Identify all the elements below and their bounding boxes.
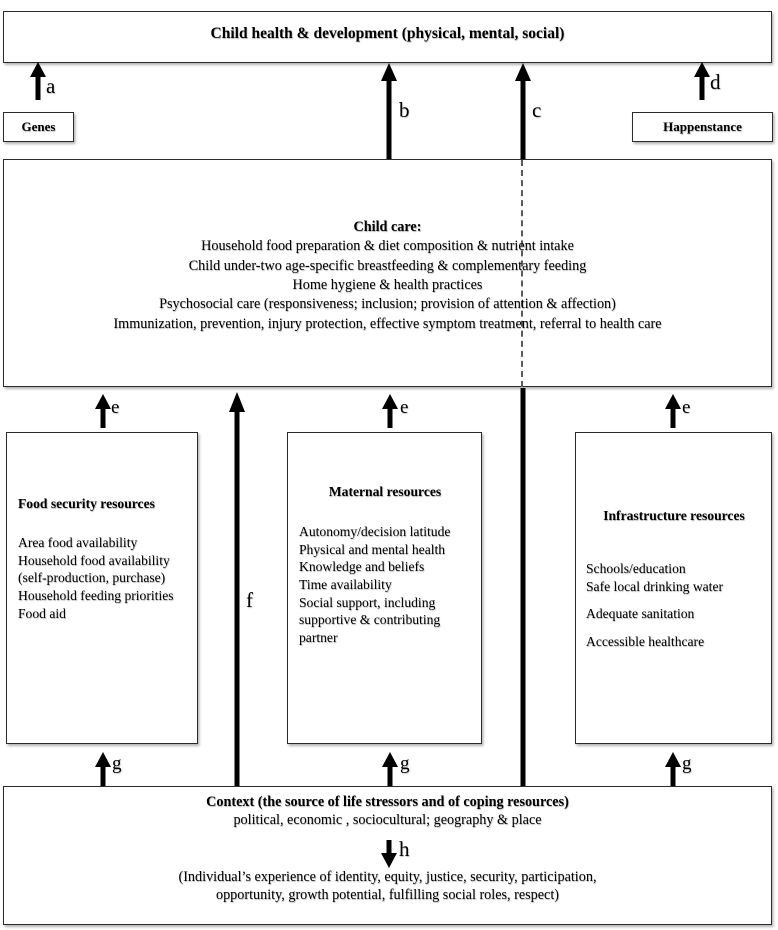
genes-label: Genes	[21, 119, 56, 134]
arrow-b-label: b	[399, 98, 410, 122]
arrow-g1	[94, 752, 112, 786]
food-security-item-0: Area food availability	[18, 535, 138, 550]
genes-box	[3, 112, 74, 142]
maternal-item-1: Physical and mental health	[299, 541, 446, 557]
arrow-g2-label: g	[400, 753, 410, 774]
child-care-line-1: Child under-two age-specific breastfeedi…	[188, 257, 587, 274]
arrow-g3	[664, 752, 682, 786]
child-care-line-0: Household food preparation & diet compos…	[201, 238, 574, 255]
arrow-e3	[664, 394, 682, 428]
arrow-d	[692, 62, 712, 100]
maternal-item-4: Social support, including supportive & c…	[299, 594, 441, 646]
arrow-f	[228, 392, 246, 786]
arrow-e2-label: e	[400, 397, 409, 418]
arrow-e2	[381, 394, 399, 428]
food-security-title: Food security resources	[18, 496, 155, 511]
arrow-e3-label: e	[682, 397, 691, 418]
arrow-g1-label: g	[112, 753, 122, 774]
food-security-items: Area food availability Household food av…	[18, 534, 178, 622]
child-care-line-3: Psychosocial care (responsiveness; inclu…	[159, 296, 616, 313]
arrow-h	[380, 840, 398, 868]
arrow-g2	[381, 752, 399, 786]
child-care-box	[3, 159, 772, 387]
arrow-f-label: f	[246, 588, 253, 612]
arrow-c-stem	[516, 388, 530, 786]
food-security-item-1: Household food availability (self-produc…	[18, 552, 170, 586]
spacer-2	[586, 623, 770, 633]
happenstance-box	[632, 112, 773, 142]
spacer-1	[586, 595, 770, 605]
arrow-c	[513, 63, 533, 160]
arrow-a	[28, 62, 48, 100]
happenstance-label: Happenstance	[663, 119, 742, 134]
child-health-banner-label: Child health & development (physical, me…	[210, 25, 565, 42]
child-care-heading: Child care:	[353, 219, 422, 235]
infrastructure-item-3: Accessible healthcare	[586, 634, 705, 650]
context-heading: Context (the source of life stressors an…	[23, 793, 752, 830]
infrastructure-item-2: Adequate sanitation	[586, 606, 695, 622]
context-footer: (Individual’s experience of identity, eq…	[23, 868, 752, 905]
maternal-item-3: Time availability	[299, 577, 392, 593]
arrow-a-label: a	[46, 74, 56, 98]
arrow-c-label: c	[532, 98, 542, 122]
maternal-item-2: Knowledge and beliefs	[299, 559, 425, 575]
child-care-line-2: Home hygiene & health practices	[292, 276, 483, 293]
maternal-resources-box	[287, 432, 482, 744]
child-care-text: Child care: Household food preparation &…	[23, 218, 752, 334]
food-security-resources-box	[6, 432, 198, 744]
context-heading-bold: Context (the source of life stressors an…	[206, 794, 569, 810]
child-health-banner-box	[3, 11, 772, 63]
infrastructure-title: Infrastructure resources	[603, 508, 745, 523]
arrow-e1	[94, 394, 112, 428]
context-heading-sub: political, economic , sociocultural; geo…	[233, 812, 542, 829]
food-security-item-2: Household feeding priorities	[18, 588, 174, 604]
infrastructure-item-1: Safe local drinking water	[586, 578, 724, 594]
arrow-d-label: d	[710, 70, 721, 94]
arrow-g3-label: g	[682, 753, 692, 774]
infrastructure-item-0: Schools/education	[586, 561, 686, 576]
maternal-resources-items: Autonomy/decision latitude Physical and …	[299, 523, 471, 647]
arrow-b	[379, 63, 399, 159]
food-security-item-3: Food aid	[18, 605, 66, 621]
infrastructure-resources-box	[575, 432, 772, 744]
arrow-h-label: h	[399, 837, 410, 861]
context-footer-line-1: opportunity, growth potential, fulfillin…	[215, 887, 560, 904]
maternal-item-0: Autonomy/decision latitude	[299, 524, 451, 539]
context-footer-line-0: (Individual’s experience of identity, eq…	[178, 869, 597, 885]
infrastructure-items: Schools/education Safe local drinking wa…	[586, 560, 770, 651]
maternal-resources-title: Maternal resources	[328, 484, 442, 499]
dashed-connector-c	[521, 160, 523, 387]
child-care-line-4: Immunization, prevention, injury protect…	[113, 315, 662, 332]
arrow-e1-label: e	[111, 397, 120, 418]
